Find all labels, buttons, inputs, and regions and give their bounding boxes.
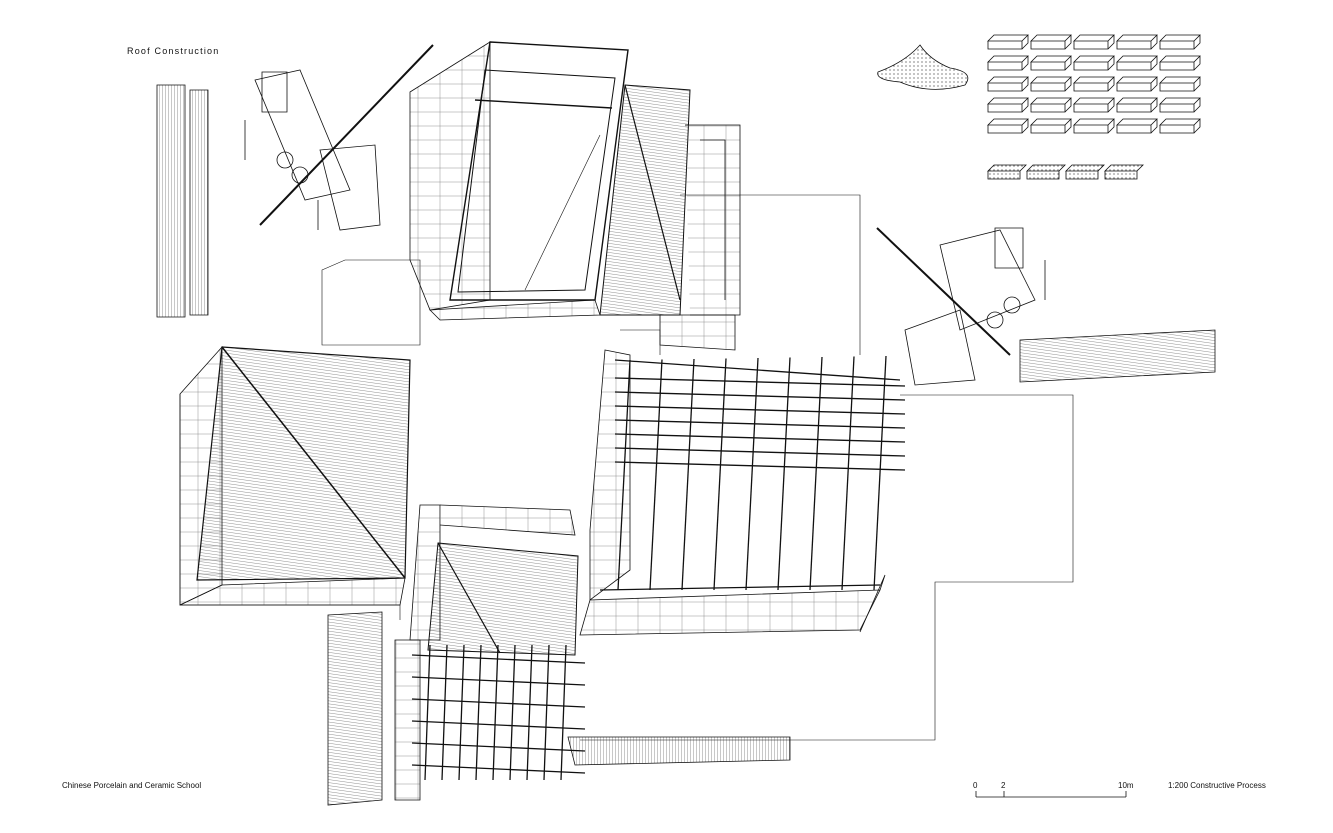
top-roof-frame: [450, 42, 628, 300]
bottom-roof-grid: [412, 645, 585, 780]
scale-tick-0: 0: [973, 781, 978, 790]
crane-truck-right: [877, 228, 1045, 385]
bottom-wall-block: [395, 505, 575, 800]
scale-tick-2: 2: [1001, 781, 1006, 790]
top-right-wall: [660, 125, 740, 350]
crane-truck-left: [245, 45, 433, 230]
scale-bar: [976, 791, 1126, 797]
plank-stack-right: [1020, 330, 1215, 382]
drawing-title: Roof Construction: [127, 46, 220, 56]
left-roof-panel: [197, 347, 410, 580]
central-roof-grid: [600, 356, 905, 590]
plank-stack-bottom-left: [328, 612, 382, 805]
vertical-beam-stack: [157, 85, 208, 317]
scale-label: 1:200 Constructive Process: [1168, 781, 1266, 790]
top-roof-panel: [600, 85, 690, 315]
clay-mound: [878, 45, 968, 89]
scale-tick-10: 10m: [1118, 781, 1134, 790]
top-wall-block: [410, 42, 600, 320]
brick-pallets: [988, 35, 1200, 179]
bottom-roof-panel: [428, 543, 578, 655]
project-name: Chinese Porcelain and Ceramic School: [62, 781, 202, 790]
central-wall-block: [580, 350, 885, 635]
beam-stack-bottom: [568, 737, 790, 765]
